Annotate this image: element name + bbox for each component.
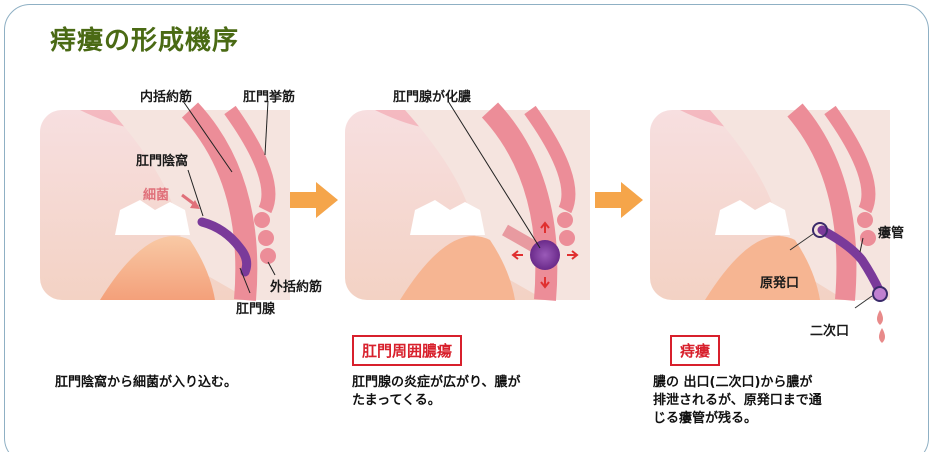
- panel3-caption-line1: 膿の 出口(二次口)から膿が: [653, 374, 822, 392]
- panel2-caption-line2: たまってくる。: [352, 392, 520, 410]
- panel3-caption: 膿の 出口(二次口)から膿が 排泄されるが、原発口まで通 じる瘻管が残る。: [653, 374, 822, 428]
- label-secondary-opening: 二次口: [810, 320, 849, 339]
- panel3-caption-line2: 排泄されるが、原発口まで通: [653, 392, 822, 410]
- arrow-1-to-2: [290, 180, 340, 220]
- label-levator-ani: 肛門挙筋: [243, 86, 295, 105]
- arrow-2-to-3: [595, 180, 645, 220]
- label-bacteria: 細菌: [143, 184, 169, 203]
- panel2-caption: 肛門腺の炎症が広がり、膿が たまってくる。: [352, 374, 520, 410]
- panel1-caption: 肛門陰窩から細菌が入り込む。: [55, 374, 237, 392]
- panel3-caption-line3: じる瘻管が残る。: [653, 410, 822, 428]
- label-anal-gland: 肛門腺: [236, 298, 275, 317]
- label-anal-crypt: 肛門陰窩: [136, 150, 188, 169]
- page-title: 痔瘻の形成機序: [50, 20, 239, 57]
- label-primary-opening: 原発口: [760, 272, 799, 291]
- label-suppuration: 肛門腺が化膿: [393, 86, 471, 105]
- badge-perianal-abscess: 肛門周囲膿瘍: [352, 335, 462, 366]
- panel2-caption-line1: 肛門腺の炎症が広がり、膿が: [352, 374, 520, 392]
- label-external-sphincter: 外括約筋: [270, 276, 322, 295]
- badge-anal-fistula: 痔瘻: [670, 335, 720, 366]
- panel2-illustration: [345, 110, 605, 310]
- label-fistula-tract: 瘻管: [878, 222, 904, 241]
- label-internal-sphincter: 内括約筋: [140, 86, 192, 105]
